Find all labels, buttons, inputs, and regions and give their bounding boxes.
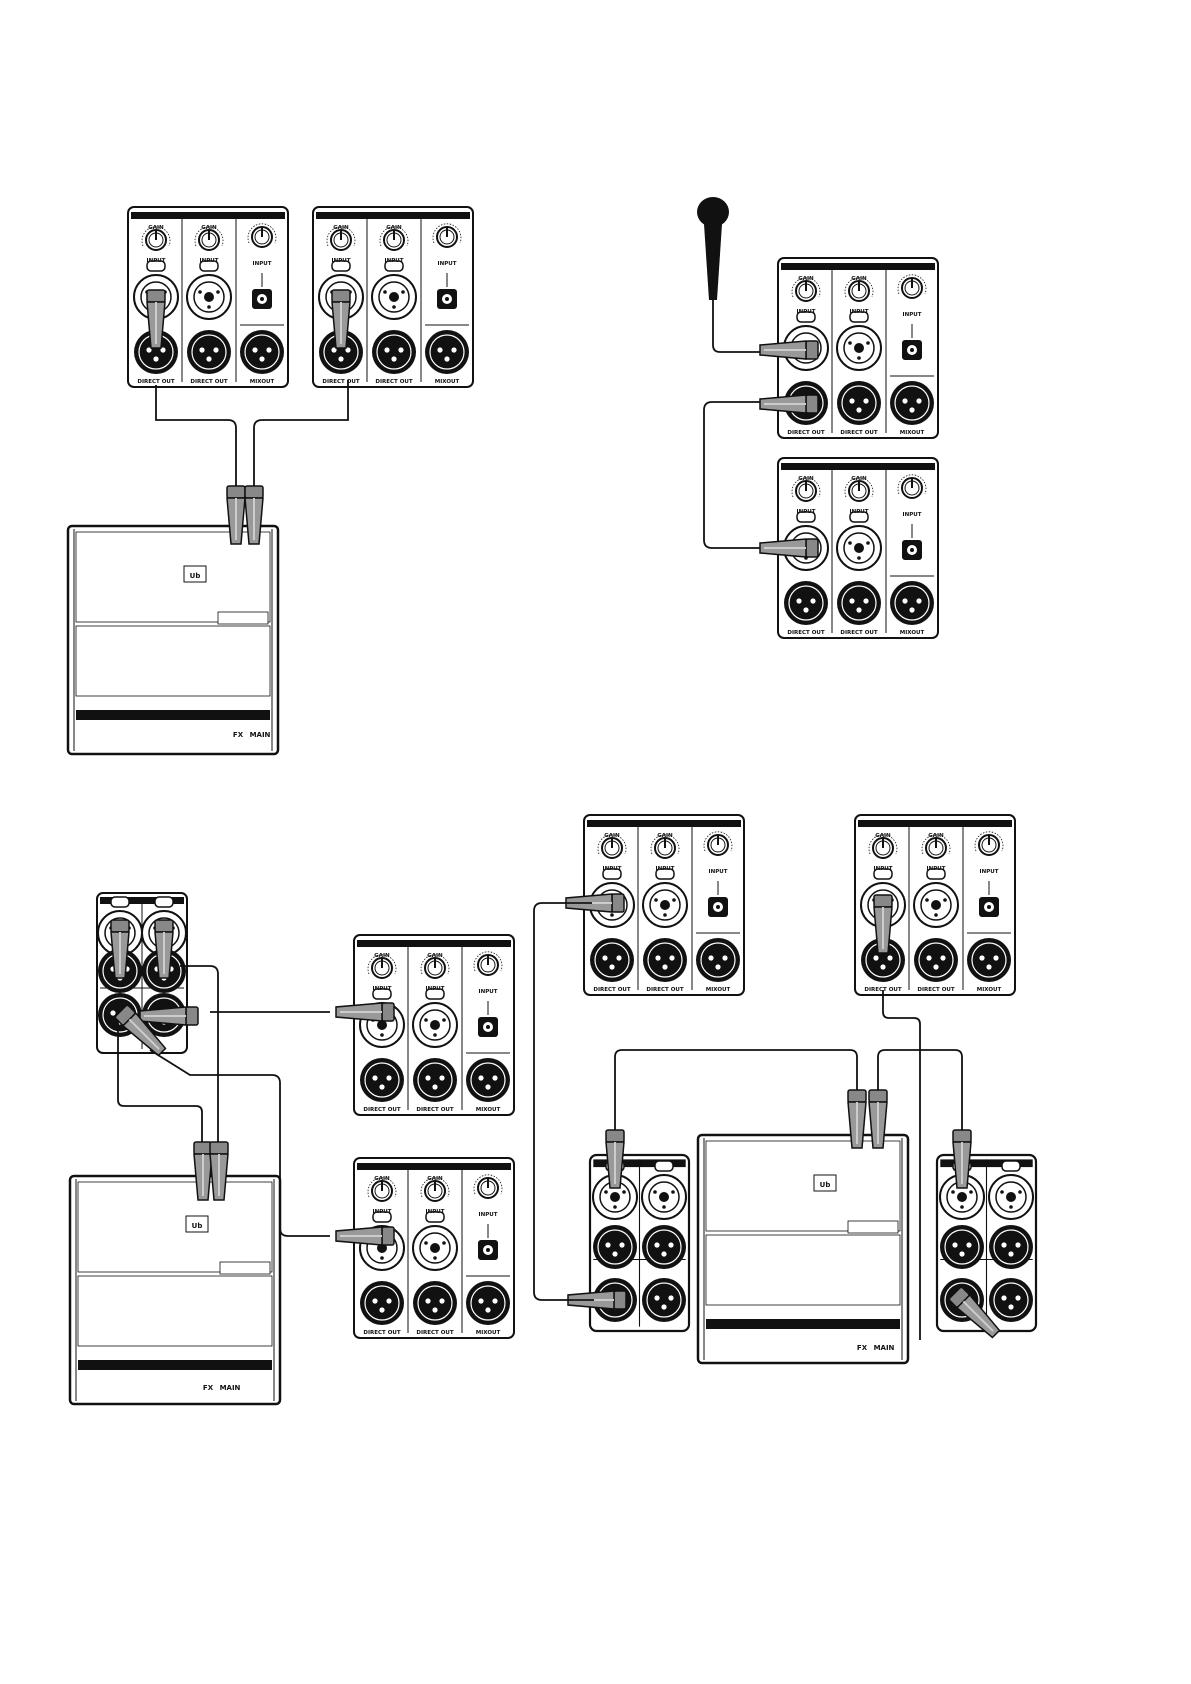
- cable: [253, 380, 349, 490]
- cable: [180, 965, 219, 1145]
- panel-label: INPUT: [332, 258, 351, 264]
- panel-label: DIRECT OUT: [416, 1107, 453, 1113]
- panel-label: INPUT: [709, 869, 728, 875]
- mixer: [696, 1133, 910, 1365]
- cable: [877, 1049, 963, 1130]
- panel-label: DIRECT OUT: [137, 379, 174, 385]
- panel-label: MIXOUT: [977, 987, 1002, 993]
- panel-label: GAIN: [374, 1176, 390, 1182]
- panel-label: DIRECT OUT: [787, 430, 824, 436]
- cable: [703, 401, 760, 549]
- panel-label: MIXOUT: [476, 1330, 501, 1336]
- panel-label: GAIN: [374, 953, 390, 959]
- panel-label: DIRECT OUT: [787, 630, 824, 636]
- panel-label: INPUT: [850, 309, 869, 315]
- scene-3: CH1 CH2 GAIN GAIN INPUT INPUT INPUT DIRE…: [68, 892, 514, 1406]
- panel-label: DIRECT OUT: [190, 379, 227, 385]
- panel-label: GAIN: [657, 833, 673, 839]
- panel-label: INPUT: [147, 258, 166, 264]
- panel-label: INPUT: [903, 512, 922, 518]
- panel-label: DIRECT OUT: [840, 430, 877, 436]
- panel-label: GAIN: [798, 476, 814, 482]
- panel-label: INPUT: [903, 312, 922, 318]
- di-box: GAIN GAIN INPUT INPUT INPUT DIRECT OUT D…: [354, 1158, 514, 1338]
- cable: [117, 1020, 203, 1145]
- panel-label: MIXOUT: [900, 630, 925, 636]
- mixer: [66, 524, 280, 756]
- panel-label: GAIN: [386, 225, 402, 231]
- splitter: CH1 CH2: [96, 892, 188, 1054]
- panel-label: DIRECT OUT: [840, 630, 877, 636]
- panel-label: MIXOUT: [250, 379, 275, 385]
- panel-label: DIRECT OUT: [322, 379, 359, 385]
- panel-label: FX: [233, 731, 244, 739]
- panel-label: DIRECT OUT: [416, 1330, 453, 1336]
- panel-label: MIXOUT: [476, 1107, 501, 1113]
- panel-label: INPUT: [656, 866, 675, 872]
- panel-label: GAIN: [851, 476, 867, 482]
- panel-label: DIRECT OUT: [375, 379, 412, 385]
- panel-label: INPUT: [253, 261, 272, 267]
- di-box: GAIN GAIN INPUT INPUT INPUT DIRECT OUT D…: [128, 207, 288, 387]
- di-box: GAIN GAIN INPUT INPUT INPUT DIRECT OUT D…: [354, 935, 514, 1115]
- xlr-plug: [146, 289, 166, 349]
- panel-label: INPUT: [927, 866, 946, 872]
- panel-label: GAIN: [201, 225, 217, 231]
- scene-1: GAIN GAIN INPUT INPUT INPUT DIRECT OUT D…: [66, 207, 473, 756]
- di-box: GAIN GAIN INPUT INPUT INPUT DIRECT OUT D…: [778, 258, 938, 438]
- panel-label: DIRECT OUT: [363, 1330, 400, 1336]
- panel-label: INPUT: [850, 509, 869, 515]
- panel-label: INPUT: [479, 1212, 498, 1218]
- panel-label: INPUT: [797, 509, 816, 515]
- di-box: GAIN GAIN INPUT INPUT INPUT DIRECT OUT D…: [584, 815, 744, 995]
- panel-label: GAIN: [798, 276, 814, 282]
- panel-label: MAIN: [250, 731, 271, 739]
- panel-label: DIRECT OUT: [593, 987, 630, 993]
- xlr-plug: [331, 289, 351, 349]
- cable: [614, 1049, 858, 1130]
- panel-label: INPUT: [438, 261, 457, 267]
- microphone: [697, 197, 760, 353]
- panel-label: GAIN: [148, 225, 164, 231]
- splitter: CH1 CH2: [935, 1153, 1038, 1333]
- cable: [149, 1049, 330, 1237]
- panel-label: MIXOUT: [435, 379, 460, 385]
- panel-label: INPUT: [980, 869, 999, 875]
- panel-label: GAIN: [427, 1176, 443, 1182]
- panel-label: GAIN: [604, 833, 620, 839]
- panel-label: INPUT: [797, 309, 816, 315]
- panel-label: GAIN: [851, 276, 867, 282]
- panel-label: GAIN: [928, 833, 944, 839]
- panel-label: INPUT: [874, 866, 893, 872]
- scene-2: GAIN GAIN INPUT INPUT INPUT DIRECT OUT D…: [697, 197, 938, 638]
- cable: [155, 385, 237, 490]
- di-box: GAIN GAIN INPUT INPUT INPUT DIRECT OUT D…: [778, 458, 938, 638]
- panel-label: INPUT: [200, 258, 219, 264]
- panel-label: INPUT: [479, 989, 498, 995]
- cable: [533, 902, 594, 1301]
- panel-label: MAIN: [874, 1344, 895, 1352]
- panel-label: INPUT: [603, 866, 622, 872]
- panel-label: MIXOUT: [900, 430, 925, 436]
- panel-label: MIXOUT: [706, 987, 731, 993]
- panel-label: INPUT: [373, 1209, 392, 1215]
- panel-label: DIRECT OUT: [646, 987, 683, 993]
- panel-label: FX: [857, 1344, 868, 1352]
- panel-label: INPUT: [426, 1209, 445, 1215]
- panel-label: DIRECT OUT: [917, 987, 954, 993]
- panel-label: INPUT: [385, 258, 404, 264]
- panel-label: GAIN: [333, 225, 349, 231]
- mixer: [68, 1174, 282, 1406]
- panel-label: INPUT: [373, 986, 392, 992]
- panel-label: DIRECT OUT: [363, 1107, 400, 1113]
- panel-label: INPUT: [426, 986, 445, 992]
- cable: [882, 990, 921, 1340]
- di-box: GAIN GAIN INPUT INPUT INPUT DIRECT OUT D…: [313, 207, 473, 387]
- panel-label: GAIN: [875, 833, 891, 839]
- panel-label: FX: [203, 1384, 214, 1392]
- panel-label: MAIN: [220, 1384, 241, 1392]
- scene-4: GAIN GAIN INPUT INPUT INPUT DIRECT OUT D…: [533, 815, 1038, 1365]
- panel-label: GAIN: [427, 953, 443, 959]
